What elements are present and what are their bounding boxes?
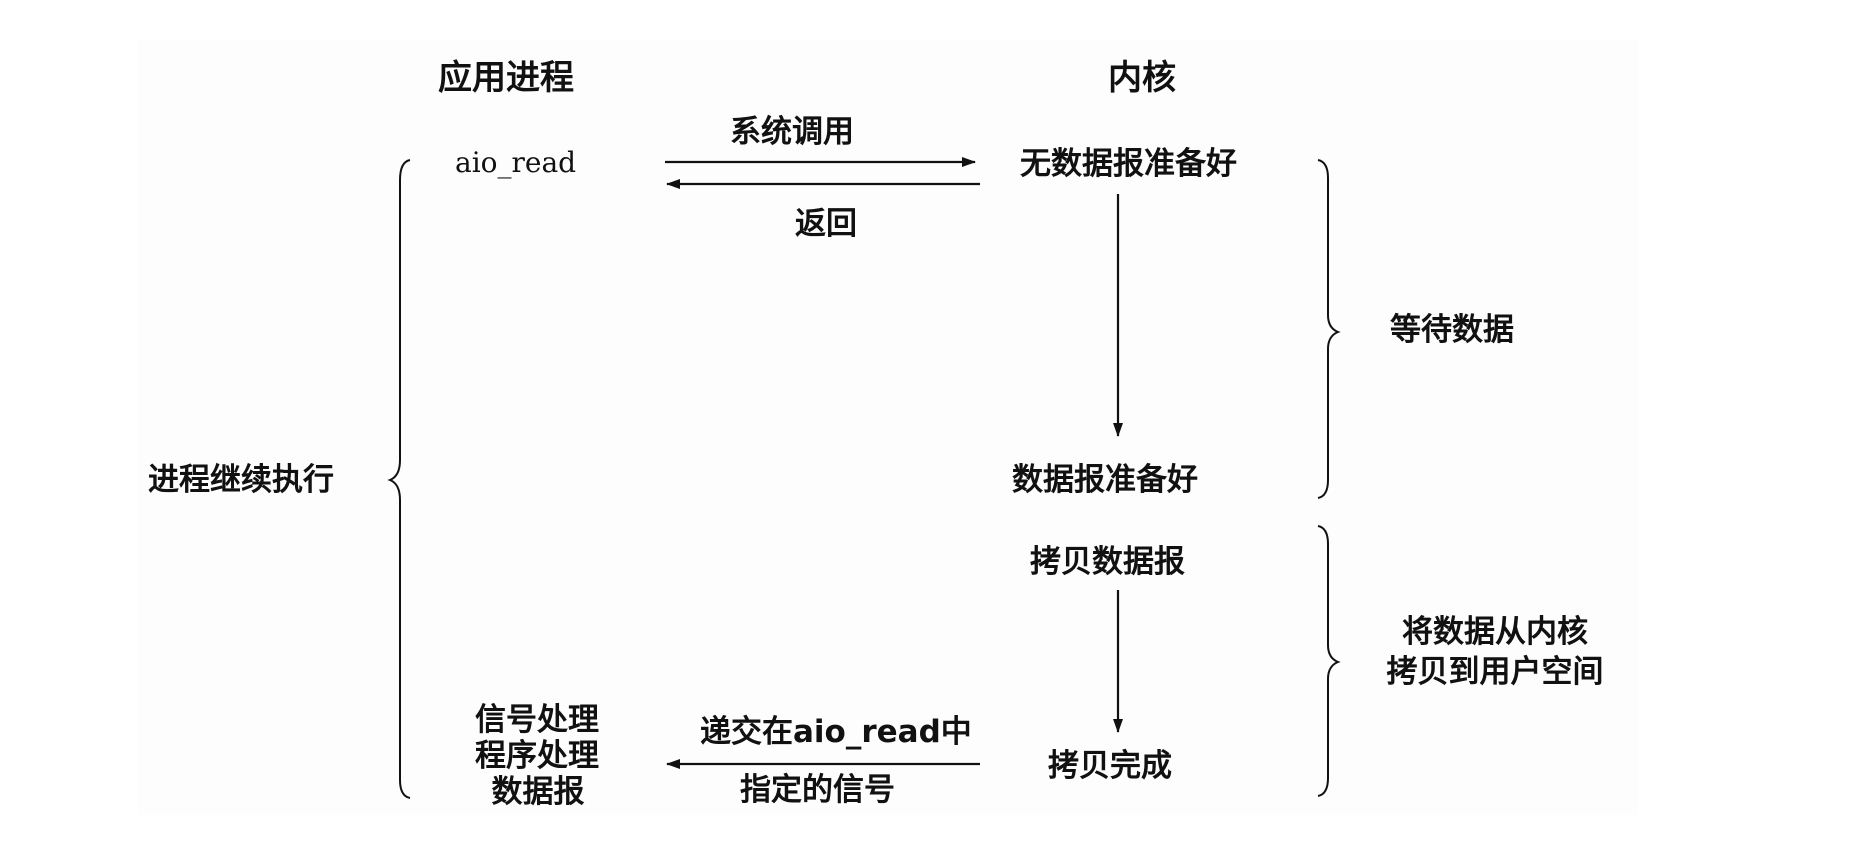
aio-read-label: aio_read	[455, 146, 577, 179]
kernel-no-datagram: 无数据报准备好	[1020, 146, 1237, 182]
syscall-label: 系统调用	[730, 114, 854, 150]
process-continues-label: 进程继续执行	[148, 462, 334, 498]
diagram-background	[138, 40, 1638, 815]
signal-handler-line-3: 数据报	[491, 774, 585, 810]
signal-handler-line-1: 信号处理	[475, 702, 599, 738]
header-kernel: 内核	[1108, 58, 1176, 98]
left-brace	[387, 159, 411, 799]
phase-copy-line-2: 拷贝到用户空间	[1386, 654, 1604, 690]
kernel-copy-datagram: 拷贝数据报	[1030, 544, 1185, 580]
wait-brace	[1317, 159, 1341, 499]
header-app-process: 应用进程	[438, 58, 574, 98]
phase-copy-line-1: 将数据从内核	[1402, 614, 1588, 650]
copy-brace	[1317, 525, 1341, 797]
kernel-copy-complete: 拷贝完成	[1048, 748, 1172, 784]
deliver-signal-line-2: 指定的信号	[740, 772, 895, 808]
kernel-datagram-ready: 数据报准备好	[1012, 462, 1198, 498]
phase-wait-for-data: 等待数据	[1390, 312, 1514, 348]
signal-handler-line-2: 程序处理	[475, 738, 599, 774]
return-label: 返回	[795, 206, 857, 242]
deliver-signal-line-1: 递交在aio_read中	[700, 714, 972, 750]
